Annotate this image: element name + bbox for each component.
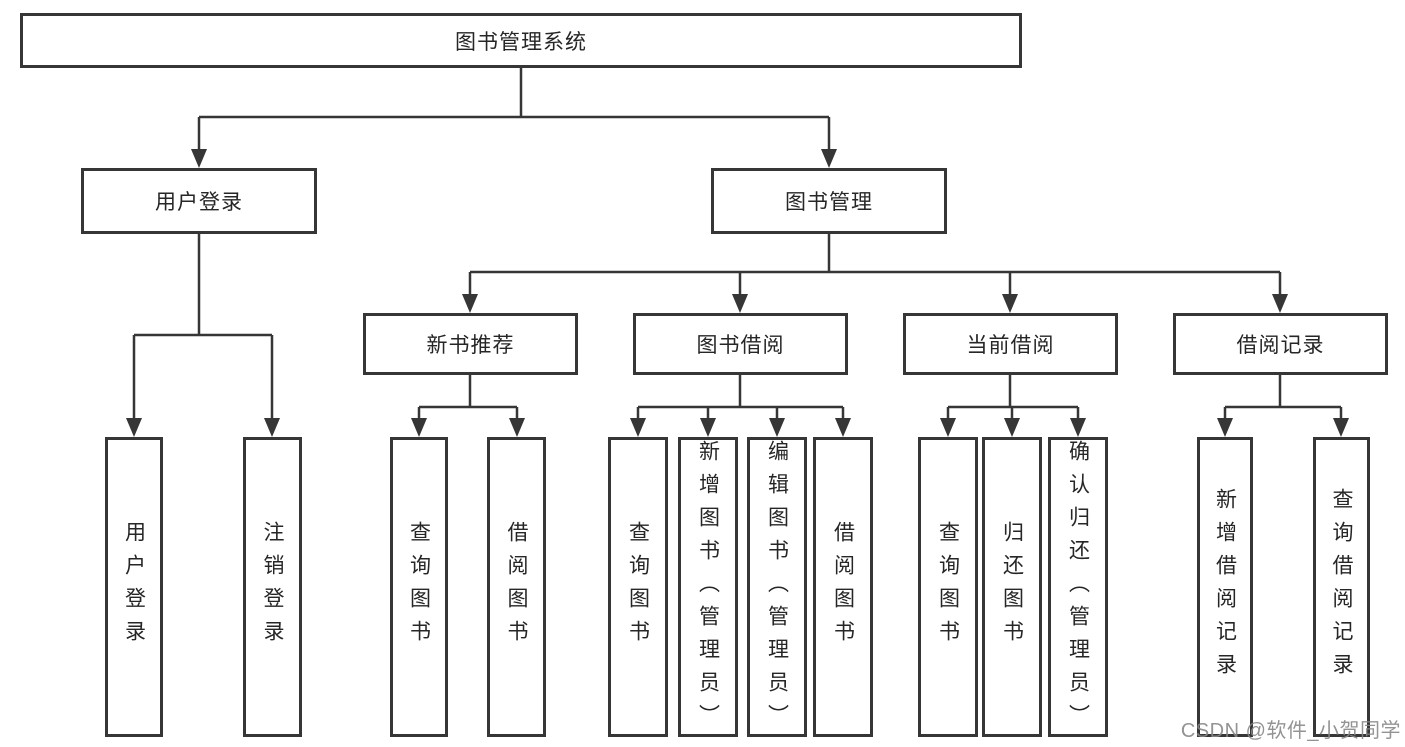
leaf-query-borrow-record: 查询借阅记录	[1313, 437, 1370, 737]
node-label: 图书管理系统	[455, 30, 587, 54]
leaf-label: 注销登录	[261, 521, 284, 653]
leaf-label: 借阅图书	[505, 521, 528, 653]
leaf-borrow-books-recommend: 借阅图书	[487, 437, 546, 737]
leaf-label: 确认归还（管理员）	[1066, 440, 1090, 737]
node-user-login: 用户登录	[81, 168, 317, 234]
csdn-watermark: CSDN @软件_小贺同学	[1180, 720, 1401, 742]
leaf-label: 归还图书	[1000, 521, 1024, 653]
leaf-label: 查询图书	[936, 521, 960, 653]
leaf-label: 查询图书	[626, 521, 650, 653]
arrowhead-icons	[126, 149, 1349, 437]
node-library-management-system: 图书管理系统	[20, 13, 1022, 68]
leaf-add-borrow-record: 新增借阅记录	[1197, 437, 1253, 737]
leaf-confirm-return-admin: 确认归还（管理员）	[1048, 437, 1108, 737]
node-label: 借阅记录	[1236, 334, 1325, 357]
node-book-management: 图书管理	[711, 168, 947, 234]
leaf-add-books-admin: 新增图书（管理员）	[678, 437, 738, 737]
leaf-label: 新增借阅记录	[1213, 488, 1237, 686]
leaf-label: 查询借阅记录	[1330, 488, 1353, 686]
leaf-query-books-borrow: 查询图书	[608, 437, 668, 737]
leaf-query-books-current: 查询图书	[918, 437, 978, 737]
leaf-logout: 注销登录	[243, 437, 302, 737]
node-label: 图书管理	[785, 191, 873, 214]
leaf-user-login: 用户登录	[105, 437, 163, 737]
leaf-label: 借阅图书	[831, 521, 855, 653]
node-book-borrow: 图书借阅	[633, 313, 848, 375]
node-label: 用户登录	[155, 191, 243, 214]
leaf-return-books: 归还图书	[982, 437, 1042, 737]
leaf-query-books-recommend: 查询图书	[390, 437, 448, 737]
node-label: 图书借阅	[696, 334, 785, 357]
node-label: 当前借阅	[966, 334, 1055, 357]
node-borrow-records: 借阅记录	[1173, 313, 1388, 375]
leaf-edit-books-admin: 编辑图书（管理员）	[747, 437, 807, 737]
node-current-borrow: 当前借阅	[903, 313, 1118, 375]
leaf-label: 用户登录	[122, 521, 146, 653]
leaf-label: 查询图书	[407, 521, 431, 653]
node-label: 新书推荐	[426, 334, 515, 357]
node-new-book-recommend: 新书推荐	[363, 313, 578, 375]
leaf-label: 新增图书（管理员）	[696, 440, 720, 737]
leaf-borrow-books: 借阅图书	[813, 437, 873, 737]
leaf-label: 编辑图书（管理员）	[765, 440, 789, 737]
